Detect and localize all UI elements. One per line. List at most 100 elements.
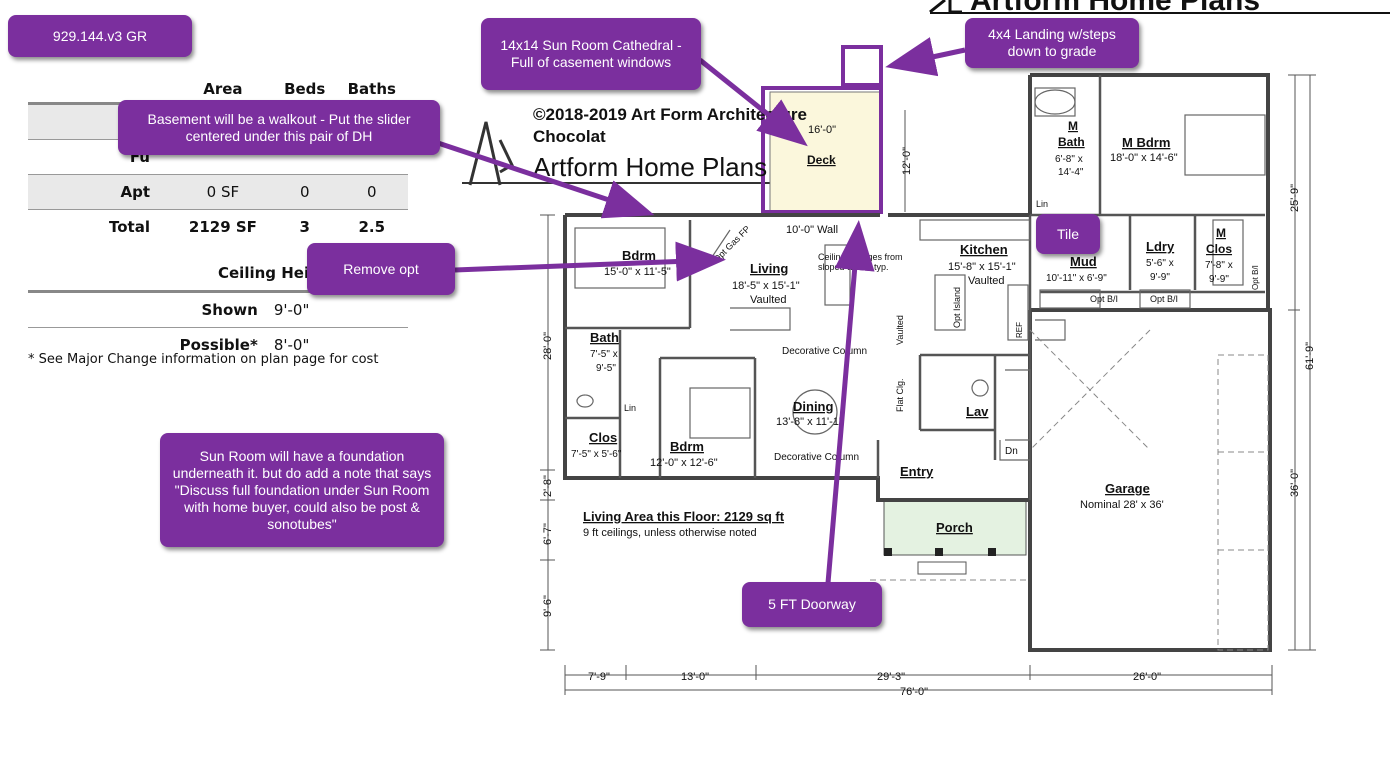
plan-brand: Artform Home Plans xyxy=(533,152,767,182)
ldry-size: 5'-6" x xyxy=(1146,258,1174,269)
mclos-name2: Clos xyxy=(1206,242,1232,256)
mclos-size: 7'-8" x xyxy=(1205,260,1233,271)
kitchen-note: Vaulted xyxy=(968,275,1005,287)
annotation-arrows xyxy=(434,37,966,584)
landing-highlight xyxy=(841,45,883,87)
table-row: Shown 9'-0" xyxy=(28,290,408,328)
remove-opt-callout: Remove opt xyxy=(307,243,455,295)
landing-callout: 4x4 Landing w/steps down to grade xyxy=(965,18,1139,68)
opt-bi-label-1: Opt B/I xyxy=(1090,294,1118,304)
dim-overall-width: 76'-0" xyxy=(900,686,928,698)
sunroom-highlight xyxy=(761,86,883,214)
bath-size2: 9'-5" xyxy=(596,363,616,374)
basement-callout: Basement will be a walkout - Put the sli… xyxy=(118,100,440,155)
entry-label: Entry xyxy=(900,464,934,479)
ceiling-header-row: Ceiling Heigh xyxy=(28,244,408,292)
col-baths: Baths xyxy=(347,80,396,98)
garage-name: Garage xyxy=(1105,481,1150,496)
foundation-callout: Sun Room will have a foundation undernea… xyxy=(160,433,444,547)
mud-size: 10'-11" x 6'-9" xyxy=(1046,273,1107,284)
opt-island-label: Opt Island xyxy=(952,287,962,328)
ceiling-header: Ceiling Heigh xyxy=(218,264,331,282)
plan-copyright: ©2018-2019 Art Form Architecture xyxy=(533,105,807,124)
plan-id-badge: 929.144.v3 GR xyxy=(8,15,192,57)
tile-callout: Tile xyxy=(1036,214,1100,254)
dining-name: Dining xyxy=(793,399,833,414)
dim-bottom-4: 26'-0" xyxy=(1133,671,1161,683)
mbath-size2: 14'-4" xyxy=(1058,167,1084,178)
porch-area xyxy=(883,499,1027,556)
clos-name: Clos xyxy=(589,430,617,445)
ceiling-default-label: 9 ft ceilings, unless otherwise noted xyxy=(583,527,757,539)
sunroom-callout: 14x14 Sun Room Cathedral - Full of casem… xyxy=(481,18,701,90)
dim-left-4: 9'-6" xyxy=(542,595,554,617)
mclos-size2: 9'-9" xyxy=(1209,274,1229,285)
opt-bi-label-2: Opt B/I xyxy=(1150,294,1178,304)
deck-depth: 12'-0" xyxy=(901,147,913,175)
interior-walls xyxy=(565,75,1265,500)
dining-size: 13'-8" x 11'-1" xyxy=(776,416,843,428)
bdrm2-name: Bdrm xyxy=(670,439,704,454)
gas-fp-label: Opt Gas FP xyxy=(711,224,752,265)
footnote: * See Major Change information on plan p… xyxy=(28,352,379,367)
mbdrm-size: 18'-0" x 14'-6" xyxy=(1110,152,1178,164)
mbdrm-name: M Bdrm xyxy=(1122,135,1170,150)
ceiling-note: Ceiling changes from sloped to flat, typ… xyxy=(818,252,903,272)
brand-top-text: Artform Home Plans xyxy=(970,0,1260,17)
lin2-label: Lin xyxy=(624,403,636,413)
vaulted-side-label: Vaulted xyxy=(895,315,905,345)
lin1-label: Lin xyxy=(1036,199,1048,209)
dim-bottom-2: 13'-0" xyxy=(681,671,709,683)
deco-col-1: Decorative Column xyxy=(782,346,867,357)
stats-header-row: Area Beds Baths xyxy=(28,76,408,104)
mbath-name2: Bath xyxy=(1058,135,1085,149)
lav-label: Lav xyxy=(966,404,989,419)
table-row: Apt 0 SF 0 0 xyxy=(28,174,408,210)
dim-bottom-1: 7'-9" xyxy=(588,671,610,683)
living-note: Vaulted xyxy=(750,294,787,306)
living-area-label: Living Area this Floor: 2129 sq ft xyxy=(583,509,785,524)
doorway-callout: 5 FT Doorway xyxy=(742,582,882,627)
living-name: Living xyxy=(750,261,788,276)
kitchen-name: Kitchen xyxy=(960,242,1008,257)
dn-label: Dn xyxy=(1005,446,1018,457)
deck-width: 16'-0" xyxy=(808,124,836,136)
plan-name: Chocolat xyxy=(533,127,606,146)
mclos-name: M xyxy=(1216,226,1226,240)
opt-bi-label-3: Opt B/I xyxy=(1251,265,1260,290)
mud-name: Mud xyxy=(1070,254,1097,269)
wall-note: 10'-0" Wall xyxy=(786,224,838,236)
bath-size: 7'-5" x xyxy=(590,349,618,360)
dim-overall-depth: 61'-9" xyxy=(1304,342,1316,370)
table-row: Possible* 8'-0" xyxy=(28,327,408,362)
flat-clg-label: Flat Clg. xyxy=(895,378,905,412)
living-size: 18'-5" x 15'-1" xyxy=(732,280,800,292)
garage-dashed xyxy=(870,329,1269,651)
dim-bottom-3: 29'-3" xyxy=(877,671,905,683)
dim-left-1: 28'-0" xyxy=(542,332,554,360)
bdrm2-size: 12'-0" x 12'-6" xyxy=(650,457,718,469)
deck-label: Deck xyxy=(807,153,836,167)
kitchen-size: 15'-8" x 15'-1" xyxy=(948,261,1016,273)
mbath-size: 6'-8" x xyxy=(1055,154,1083,165)
ref-label: REF xyxy=(1015,322,1024,338)
bdrm1-size: 15'-0" x 11'-5" xyxy=(604,266,671,278)
ldry-size2: 9'-9" xyxy=(1150,272,1170,283)
deco-col-2: Decorative Column xyxy=(774,452,859,463)
mbath-name: M xyxy=(1068,119,1078,133)
dimension-lines xyxy=(540,74,1316,695)
table-row-total: Total 2129 SF 3 2.5 xyxy=(28,209,408,244)
col-beds: Beds xyxy=(284,80,326,98)
col-area: Area xyxy=(203,80,243,98)
clos-size: 7'-5" x 5'-6" xyxy=(571,449,622,460)
dim-right-2: 36'-0" xyxy=(1289,469,1301,497)
dim-left-2: 2'-8" xyxy=(542,475,554,497)
bath-name: Bath xyxy=(590,330,619,345)
garage-size: Nominal 28' x 36' xyxy=(1080,499,1164,511)
dim-right-1: 25'-9" xyxy=(1289,184,1301,212)
porch-label: Porch xyxy=(936,520,973,535)
ldry-name: Ldry xyxy=(1146,239,1175,254)
brand-logo-top: Artform Home Plans xyxy=(929,0,1390,17)
dim-left-3: 6'-7" xyxy=(542,523,554,545)
